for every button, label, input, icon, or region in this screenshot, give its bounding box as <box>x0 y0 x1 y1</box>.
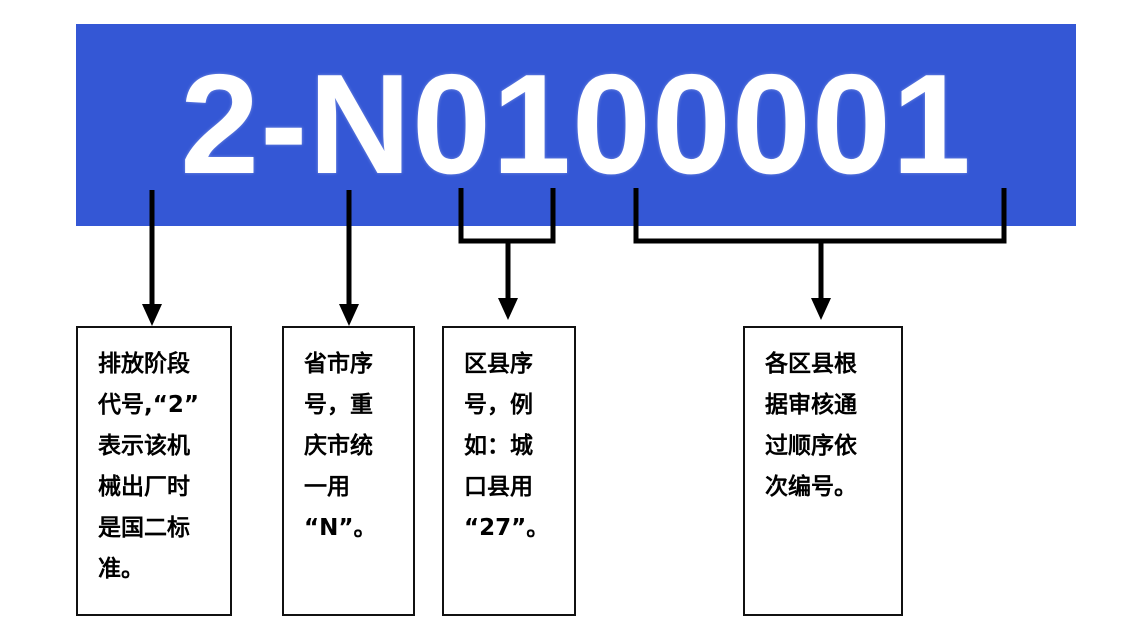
code-banner: 2-N0100001 <box>76 24 1076 226</box>
arrowhead-province-code <box>339 304 359 326</box>
province-code-box: 省市序 号，重 庆市统 一用 “N”。 <box>282 326 415 616</box>
emission-stage-text: 排放阶段 代号,“2” 表示该机 械出厂时 是国二标 准。 <box>98 351 199 582</box>
arrowhead-emission-stage <box>142 304 162 326</box>
sequence-number-box: 各区县根 据审核通 过顺序依 次编号。 <box>743 326 903 616</box>
district-code-box: 区县序 号，例 如：城 口县用 “27”。 <box>442 326 576 616</box>
registration-code: 2-N0100001 <box>180 45 972 204</box>
arrowhead-sequence-number <box>811 298 831 320</box>
sequence-number-text: 各区县根 据审核通 过顺序依 次编号。 <box>765 351 857 500</box>
emission-stage-box: 排放阶段 代号,“2” 表示该机 械出厂时 是国二标 准。 <box>76 326 232 616</box>
province-code-text: 省市序 号，重 庆市统 一用 “N”。 <box>304 351 377 541</box>
arrowhead-district-code <box>498 298 518 320</box>
district-code-text: 区县序 号，例 如：城 口县用 “27”。 <box>464 351 550 541</box>
